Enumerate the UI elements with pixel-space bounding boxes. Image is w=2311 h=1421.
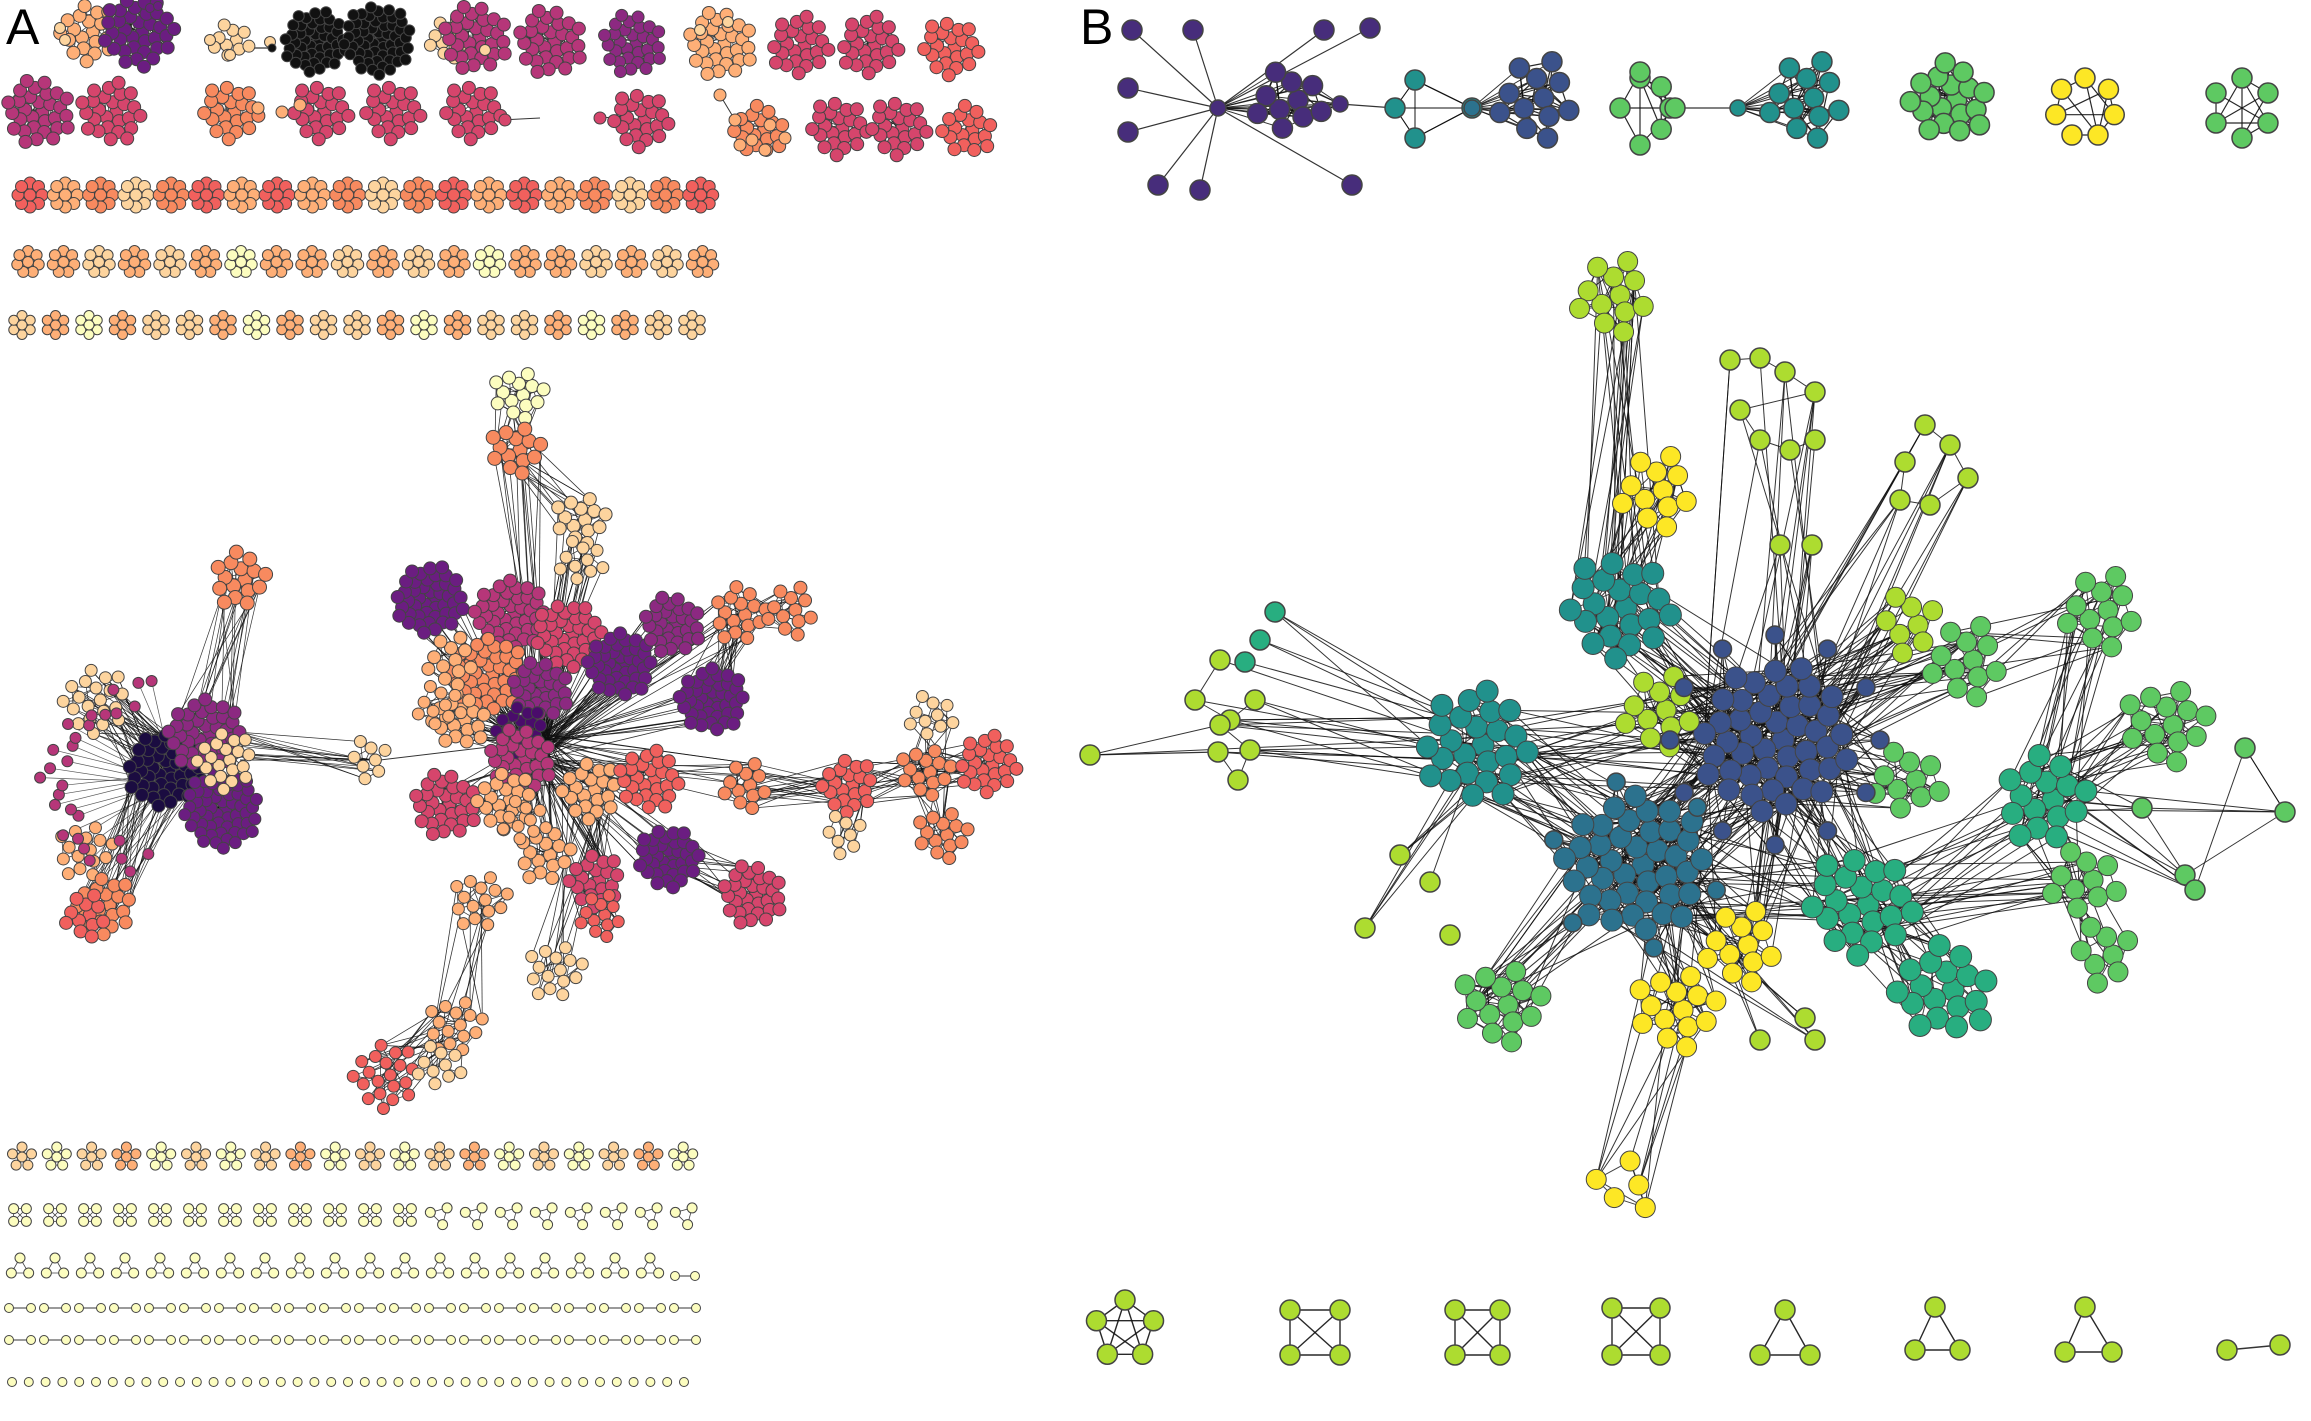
network-edge: [1128, 108, 1218, 132]
network-edge: [1635, 281, 1659, 599]
network-edge: [1583, 304, 1602, 587]
network-edge: [1128, 88, 1218, 108]
network-edge: [481, 888, 482, 1019]
